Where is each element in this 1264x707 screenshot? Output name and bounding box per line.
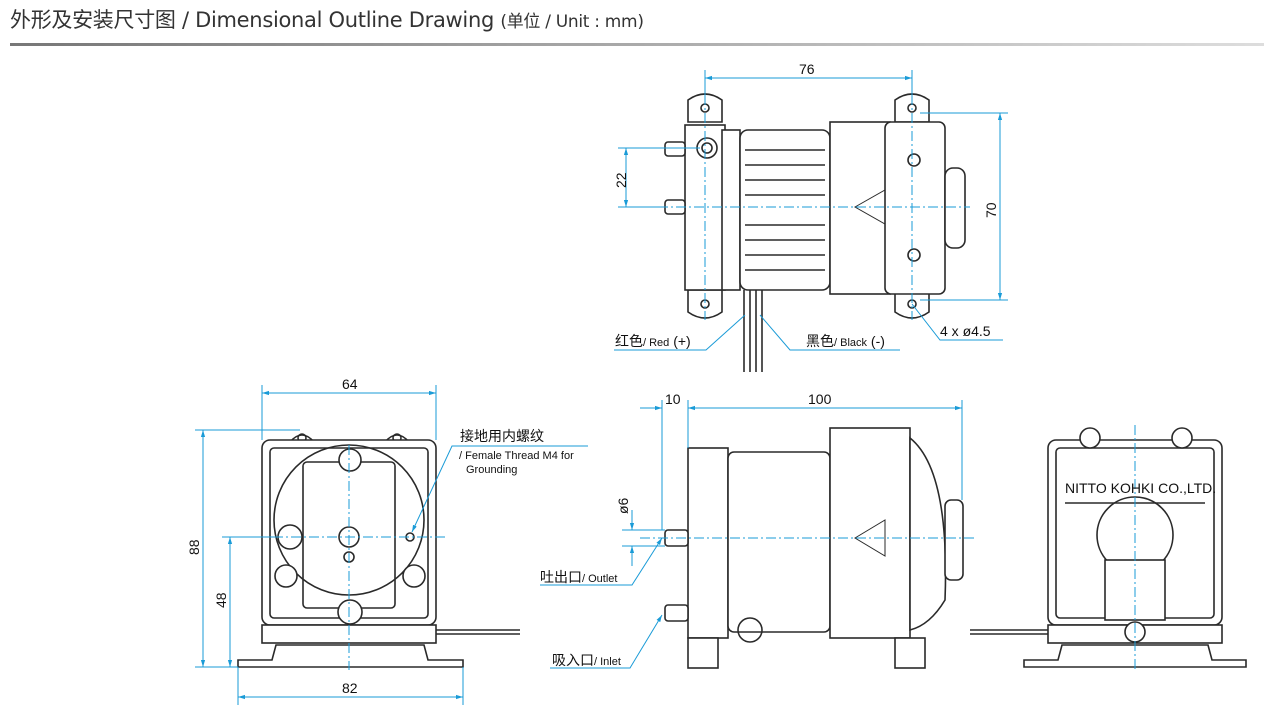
page-title: 外形及安装尺寸图 / Dimensional Outline Drawing (… — [10, 4, 644, 34]
dim-top-pitch: 22 — [613, 172, 629, 188]
black-wire-label: 黑色/ Black (-) — [806, 333, 885, 349]
dim-top-height: 70 — [983, 202, 999, 218]
front-view — [195, 385, 588, 705]
brand-label: NITTO KOHKI CO.,LTD. — [1065, 480, 1216, 496]
outlet-label: 吐出口/ Outlet — [540, 569, 617, 585]
dim-front-height: 88 — [186, 539, 202, 555]
unit-text: (单位 / Unit : mm) — [500, 12, 644, 32]
dim-top-width: 76 — [799, 61, 815, 77]
rear-view — [970, 425, 1247, 670]
dim-front-base: 82 — [342, 680, 358, 696]
red-wire-label: 红色/ Red (+) — [615, 333, 691, 349]
inlet-label: 吸入口/ Inlet — [552, 652, 621, 668]
ground-label-en1: / Female Thread M4 for — [459, 450, 574, 462]
dim-side-offset: 10 — [665, 391, 681, 407]
dim-side-dia: ø6 — [615, 497, 631, 514]
header-rule — [10, 43, 1264, 46]
ground-label-cn: 接地用内螺纹 — [460, 428, 544, 444]
ground-label-en2: Grounding — [466, 464, 517, 476]
dim-front-center: 48 — [213, 592, 229, 608]
dim-front-width: 64 — [342, 376, 358, 392]
holes-label: 4 x ø4.5 — [940, 323, 991, 339]
side-view — [540, 400, 975, 669]
dim-side-length: 100 — [808, 391, 832, 407]
title-text: 外形及安装尺寸图 / Dimensional Outline Drawing — [10, 8, 494, 32]
top-view — [614, 70, 1008, 372]
